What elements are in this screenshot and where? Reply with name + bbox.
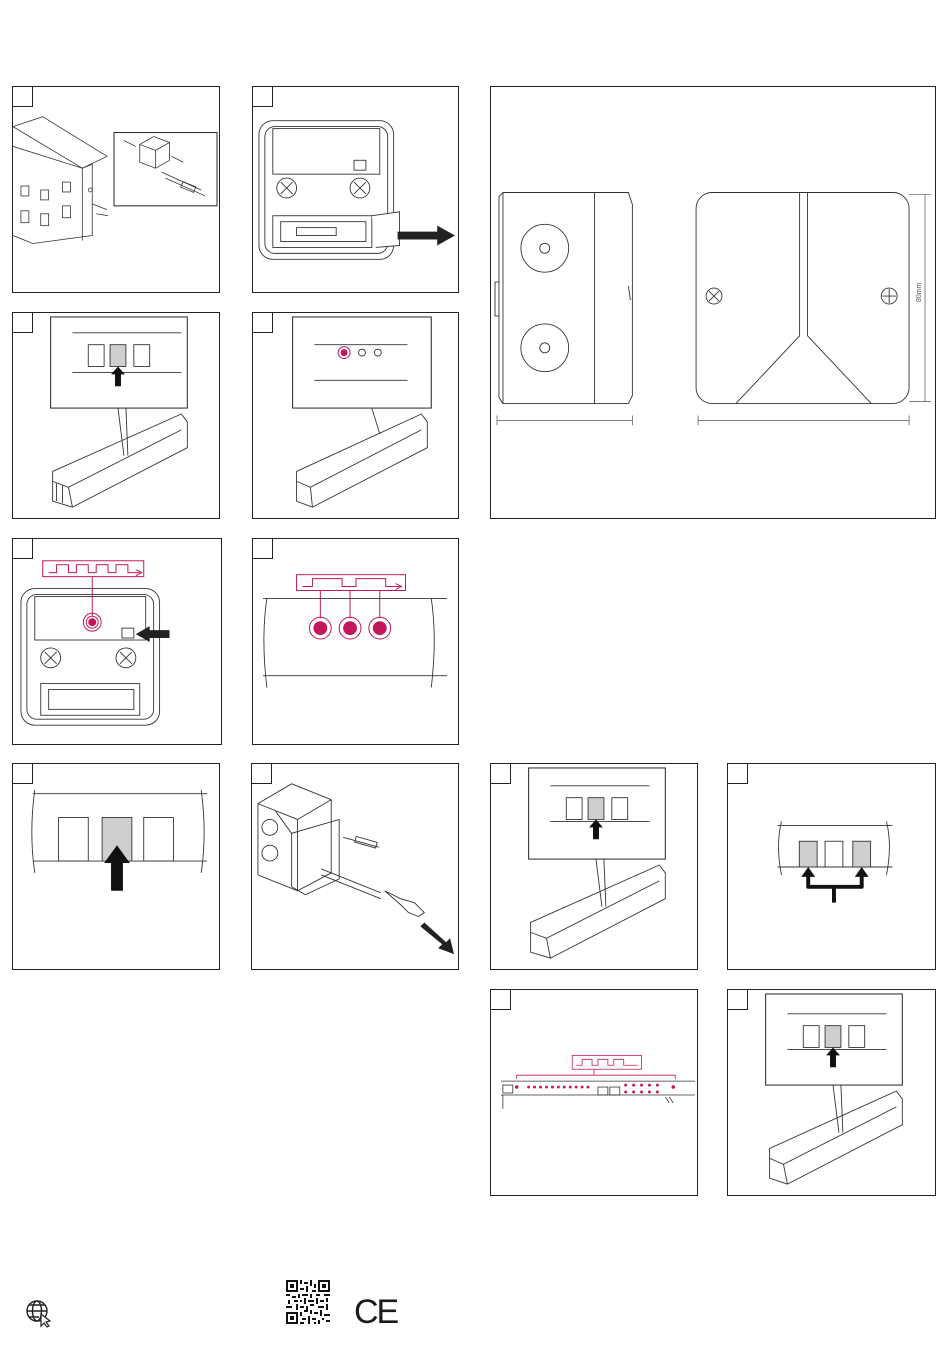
step-number bbox=[491, 764, 511, 784]
step-panel-6 bbox=[252, 538, 459, 745]
step-panel-4 bbox=[252, 312, 459, 519]
step-panel-12 bbox=[727, 989, 936, 1196]
globe-cursor-icon bbox=[24, 1298, 54, 1328]
step-number bbox=[491, 990, 511, 1010]
step-number bbox=[13, 87, 33, 107]
step-panel-8 bbox=[251, 763, 459, 970]
step-number bbox=[253, 313, 273, 333]
step-panel-10 bbox=[727, 763, 936, 970]
step-panel-1 bbox=[12, 86, 220, 293]
receiver-button-illustration-3 bbox=[728, 990, 935, 1195]
sensor-battery-illustration bbox=[253, 87, 458, 292]
step-number bbox=[253, 539, 273, 559]
receiver-button-illustration-2 bbox=[491, 764, 697, 969]
step-number bbox=[253, 87, 273, 107]
dimension-drawing: 80mm bbox=[491, 87, 935, 518]
dimension-height-label: 80mm bbox=[916, 282, 923, 302]
step-panel-11 bbox=[490, 989, 698, 1196]
button-closeup-illustration bbox=[13, 764, 219, 969]
receiver-button-illustration bbox=[13, 313, 219, 518]
all-leds-illustration bbox=[491, 990, 697, 1195]
step-number bbox=[13, 539, 33, 559]
step-number bbox=[728, 990, 748, 1010]
two-button-illustration bbox=[728, 764, 935, 969]
step-number bbox=[13, 313, 33, 333]
step-panel-2 bbox=[252, 86, 459, 293]
sensor-blink-illustration bbox=[13, 539, 221, 744]
step-number bbox=[728, 764, 748, 784]
receiver-blink-illustration bbox=[253, 539, 458, 744]
dimension-panel: 80mm bbox=[490, 86, 936, 519]
step-panel-7 bbox=[12, 763, 220, 970]
step-panel-9 bbox=[490, 763, 698, 970]
house-illustration bbox=[13, 87, 219, 292]
step-number bbox=[13, 764, 33, 784]
housing-screw-illustration bbox=[252, 764, 458, 969]
step-number bbox=[252, 764, 272, 784]
ce-mark: CE bbox=[354, 1293, 397, 1332]
receiver-led-illustration bbox=[253, 313, 458, 518]
step-panel-3 bbox=[12, 312, 220, 519]
qr-code-icon bbox=[286, 1280, 330, 1324]
step-panel-5 bbox=[12, 538, 222, 745]
